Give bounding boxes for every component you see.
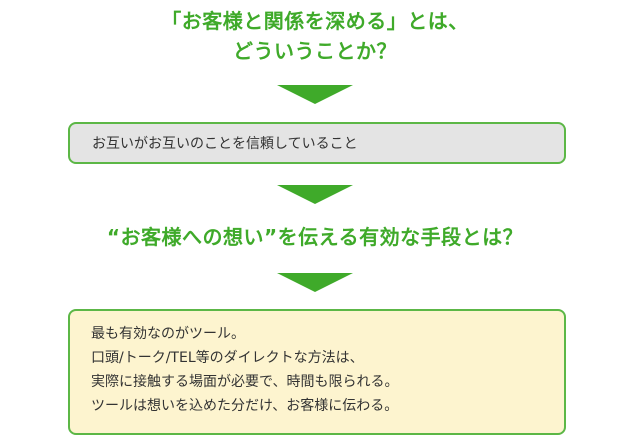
down-arrow-icon <box>277 185 353 204</box>
question-heading-line-1: 「お客様と関係を深める」とは、 <box>161 9 469 33</box>
explanation-box: 最も有効なのがツール。 口頭/トーク/TEL等のダイレクトな方法は、 実際に接触… <box>68 309 566 435</box>
question-heading: 「お客様と関係を深める」とは、 どういうことか？ <box>0 6 630 66</box>
explanation-line-1: 最も有効なのがツール。 <box>91 326 245 342</box>
means-heading: “お客様への想い”を伝える有効な手段とは？ <box>0 222 630 252</box>
means-heading-text: “お客様への想い”を伝える有効な手段とは？ <box>106 225 524 249</box>
answer-box: お互いがお互いのことを信頼していること <box>68 122 566 164</box>
explanation-line-3: 実際に接触する場面が必要で、時間も限られる。 <box>91 374 399 390</box>
answer-text: お互いがお互いのことを信頼していること <box>92 136 358 152</box>
question-heading-line-2: どういうことか？ <box>233 39 397 63</box>
down-arrow-icon <box>277 273 353 292</box>
explanation-line-4: ツールは想いを込めた分だけ、お客様に伝わる。 <box>91 398 399 414</box>
explanation-line-2: 口頭/トーク/TEL等のダイレクトな方法は、 <box>91 350 364 366</box>
down-arrow-icon <box>277 85 353 104</box>
